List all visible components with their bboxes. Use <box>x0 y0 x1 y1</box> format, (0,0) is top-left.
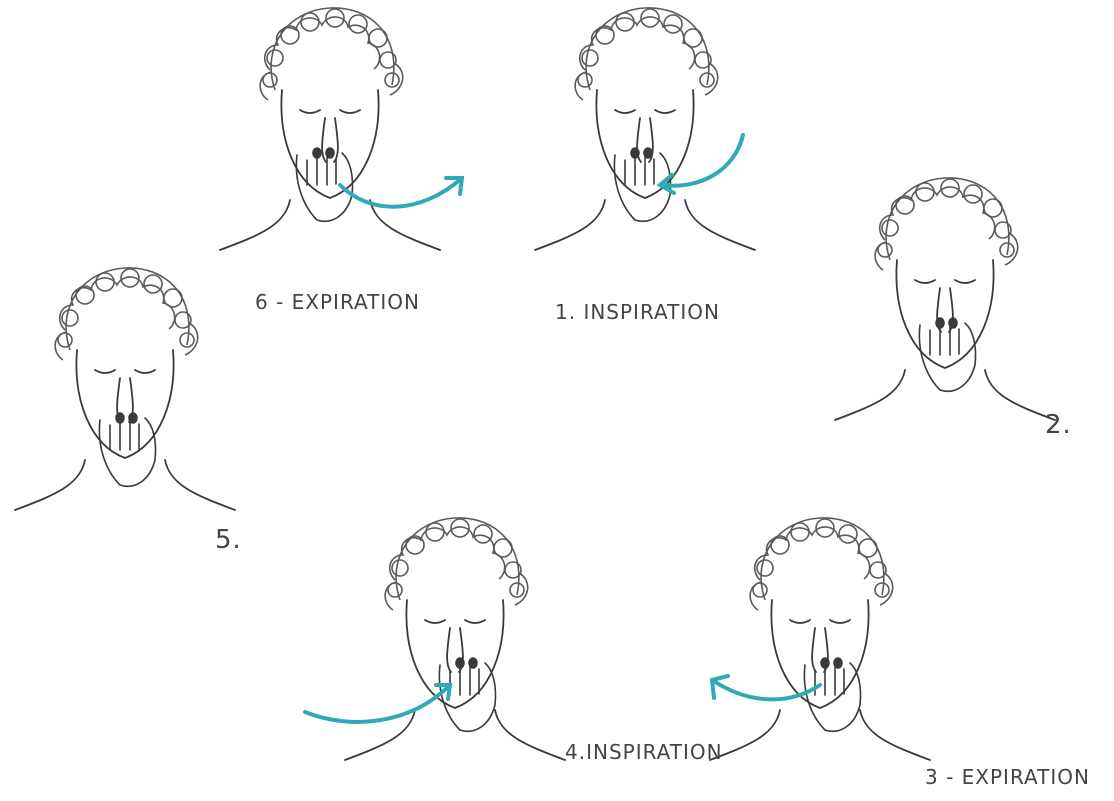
figure-step-1 <box>535 8 755 250</box>
airflow-arrow-icon <box>340 178 462 207</box>
figure-step-5 <box>15 268 235 510</box>
figure-step-4 <box>345 518 565 760</box>
figure-step-6 <box>220 8 440 250</box>
airflow-arrow-icon <box>660 135 743 193</box>
label-step-2: 2. <box>1045 410 1072 440</box>
label-step-1: 1. INSPIRATION <box>555 300 720 324</box>
airflow-arrow-icon <box>305 685 450 722</box>
label-step-5: 5. <box>215 525 242 555</box>
figure-step-2 <box>835 178 1055 420</box>
label-step-4: 4.INSPIRATION <box>565 740 723 764</box>
label-step-6: 6 - EXPIRATION <box>255 290 420 314</box>
figure-step-3 <box>710 518 930 760</box>
label-step-3: 3 - EXPIRATION <box>925 765 1090 789</box>
